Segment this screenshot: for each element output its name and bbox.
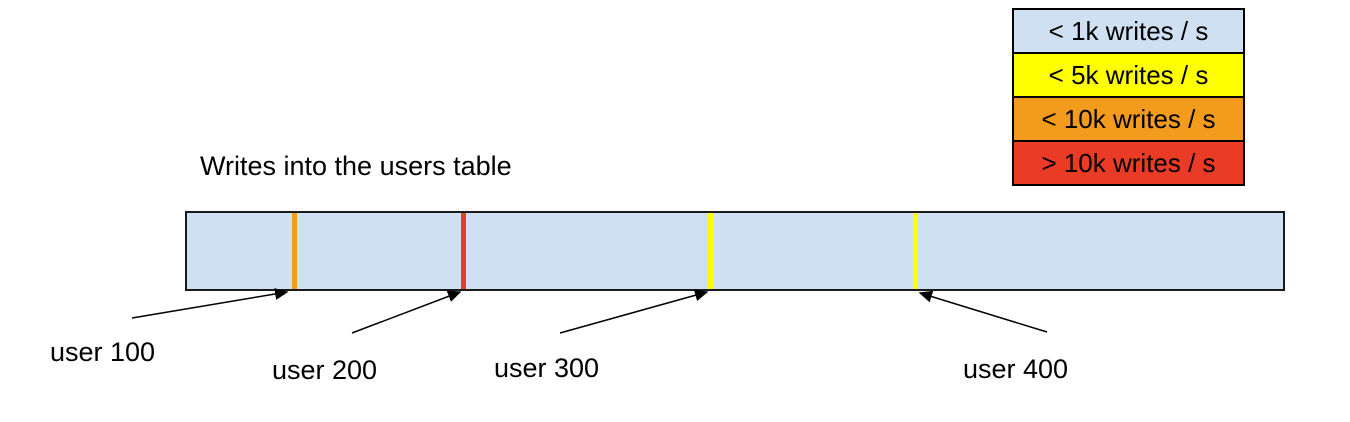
- user-label-100: user 100: [50, 337, 156, 367]
- users-table-bar: [185, 211, 1285, 291]
- write-hotspot-marker-user-200: [461, 213, 466, 289]
- diagram-title: Writes into the users table: [200, 151, 512, 181]
- legend-item-lt-10k: < 10k writes / s: [1012, 96, 1245, 142]
- user-label-300: user 300: [494, 353, 600, 383]
- legend-item-label: > 10k writes / s: [1041, 147, 1216, 178]
- user-label-200: user 200: [272, 355, 378, 385]
- legend-item-gt-10k: > 10k writes / s: [1012, 140, 1245, 186]
- legend-item-lt-5k: < 5k writes / s: [1012, 52, 1245, 98]
- write-hotspot-marker-user-400: [913, 213, 918, 289]
- legend-item-label: < 5k writes / s: [1048, 59, 1209, 90]
- write-hotspot-marker-user-300: [708, 213, 713, 289]
- user-label-400: user 400: [963, 354, 1069, 384]
- legend-item-lt-1k: < 1k writes / s: [1012, 8, 1245, 54]
- legend-item-label: < 1k writes / s: [1048, 15, 1209, 46]
- legend: < 1k writes / s < 5k writes / s < 10k wr…: [1012, 8, 1245, 186]
- write-hotspot-marker-user-100: [292, 213, 297, 289]
- legend-item-label: < 10k writes / s: [1041, 103, 1216, 134]
